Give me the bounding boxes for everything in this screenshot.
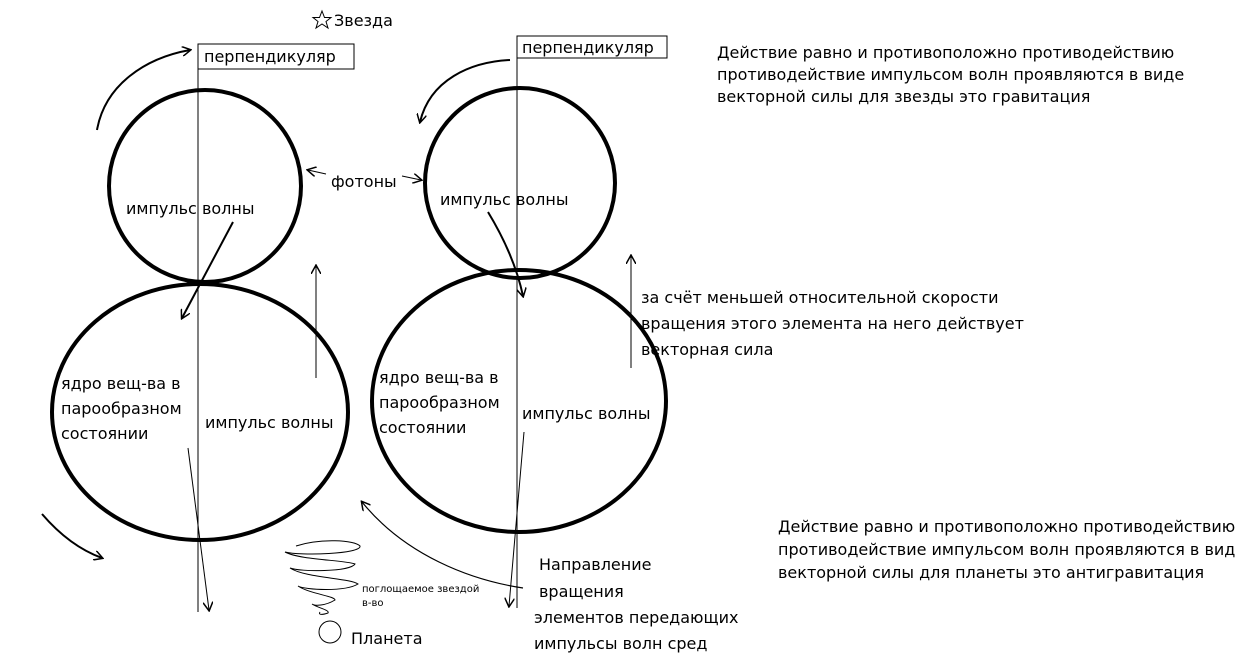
planet-circle — [318, 620, 342, 644]
left-core-label-line2: парообразном — [61, 399, 182, 418]
right-diagonal-arrow — [487, 211, 523, 296]
photons-group: фотоны — [308, 170, 421, 191]
rotation-line4: импульсы волн сред — [534, 634, 707, 653]
star-marker: Звезда — [311, 9, 393, 30]
left-core-label-line3: состоянии — [61, 424, 148, 443]
left-core-label-line1: ядро вещ-ва в — [61, 374, 181, 393]
left-lower-impulse-label: импульс волны — [205, 413, 333, 432]
right-top-curved-arrow — [420, 59, 511, 122]
rotation-curved-arrow — [362, 502, 524, 589]
left-upper-circle — [107, 88, 303, 284]
planet-note-line1: Действие равно и противоположно противод… — [778, 517, 1235, 536]
star-note-line3: векторной силы для звезды это гравитация — [717, 87, 1090, 106]
absorbed-label-line2: в-во — [362, 598, 384, 609]
left-bottom-curved-arrow — [41, 513, 102, 558]
rotation-line2: вращения — [539, 582, 624, 601]
star-note-line2: противодействие импульсом волн проявляют… — [717, 65, 1184, 84]
rotation-line3: элементов передающих — [534, 608, 738, 627]
right-lower-ellipse — [370, 268, 668, 534]
right-upper-impulse-label: импульс волны — [440, 190, 568, 209]
right-perpendicular-box — [516, 35, 668, 59]
right-down-arrow — [509, 431, 525, 606]
photons-label: фотоны — [331, 172, 397, 191]
absorbed-label-line1: поглощаемое звездой — [362, 584, 479, 595]
planet-antigravity-note: Действие равно и противоположно противод… — [778, 517, 1236, 582]
absorbed-matter-group: поглощаемое звездой в-во Планета — [284, 540, 479, 648]
left-perpendicular-box — [197, 43, 355, 70]
planet-note-line3: векторной силы для планеты это антиграви… — [778, 563, 1204, 582]
left-down-arrow — [187, 447, 209, 610]
vector-force-line1: за счёт меньшей относительной скорости — [641, 288, 999, 307]
left-diagonal-arrow — [182, 221, 234, 318]
right-core-label-line3: состоянии — [379, 418, 466, 437]
rotation-note: Направление вращения элементов передающи… — [534, 555, 738, 653]
vector-force-line3: векторная сила — [641, 340, 773, 359]
planet-label: Планета — [351, 629, 423, 648]
right-core-label-line1: ядро вещ-ва в — [379, 368, 499, 387]
left-upper-impulse-label: импульс волны — [126, 199, 254, 218]
right-lower-impulse-label: импульс волны — [522, 404, 650, 423]
absorbed-matter-swirl — [284, 540, 361, 615]
photons-right-arrow — [401, 176, 421, 180]
left-figure: перпендикуляр импульс волны импульс волн… — [41, 43, 355, 612]
vector-force-note: за счёт меньшей относительной скорости в… — [641, 288, 1024, 359]
vector-force-line2: вращения этого элемента на него действуе… — [641, 314, 1024, 333]
right-upper-circle — [423, 86, 617, 280]
right-core-label-line2: парообразном — [379, 393, 500, 412]
photons-left-arrow — [308, 170, 327, 174]
right-figure: перпендикуляр импульс волны импульс волн… — [362, 35, 668, 608]
star-gravity-note: Действие равно и противоположно противод… — [717, 43, 1184, 106]
planet-note-line2: противодействие импульсом волн проявляют… — [778, 540, 1236, 559]
left-perpendicular-label: перпендикуляр — [204, 47, 336, 66]
right-perpendicular-label: перпендикуляр — [522, 38, 654, 57]
star-icon — [311, 9, 333, 30]
star-label: Звезда — [334, 11, 393, 30]
star-note-line1: Действие равно и противоположно противод… — [717, 43, 1174, 62]
rotation-line1: Направление — [539, 555, 651, 574]
left-top-curved-arrow — [96, 50, 190, 131]
